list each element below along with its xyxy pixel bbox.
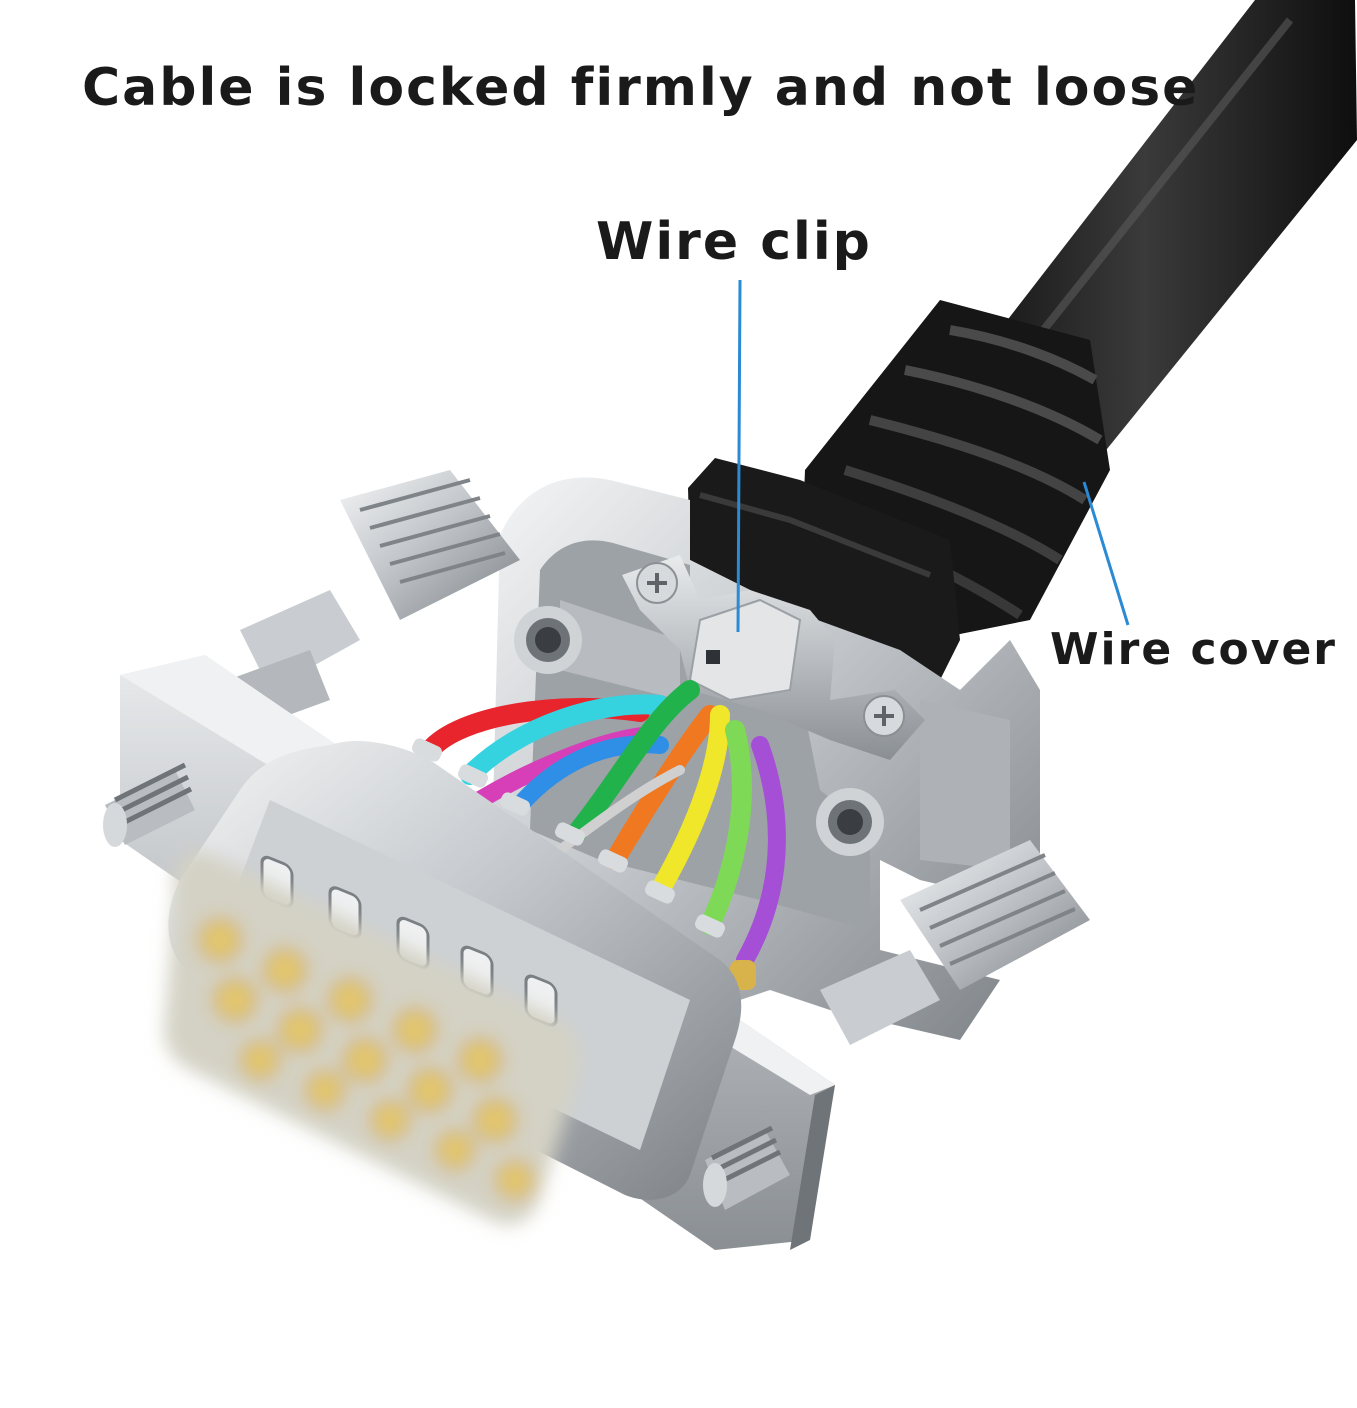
wire-clip-leader-line xyxy=(736,279,742,633)
flange-bolt-left xyxy=(103,762,195,847)
wire-clip-callout-label: Wire clip xyxy=(596,212,872,272)
solder-cups xyxy=(411,738,756,990)
wire-cover-collar xyxy=(688,458,960,820)
screw-hole-lower xyxy=(816,788,884,856)
flange-bolt-right xyxy=(703,1125,790,1210)
right-thumb-screw xyxy=(820,840,1090,1045)
wire-clip-bracket xyxy=(622,555,925,760)
callout-leader-lines xyxy=(736,279,1130,633)
wire-cover-callout-label: Wire cover xyxy=(1050,624,1338,675)
wire-cover-leader-line xyxy=(1082,481,1130,626)
headline-text: Cable is locked firmly and not loose xyxy=(82,58,1200,118)
gold-pins-blurred xyxy=(163,850,580,1225)
colored-wires xyxy=(420,680,786,969)
screw-hole-upper xyxy=(514,606,582,674)
